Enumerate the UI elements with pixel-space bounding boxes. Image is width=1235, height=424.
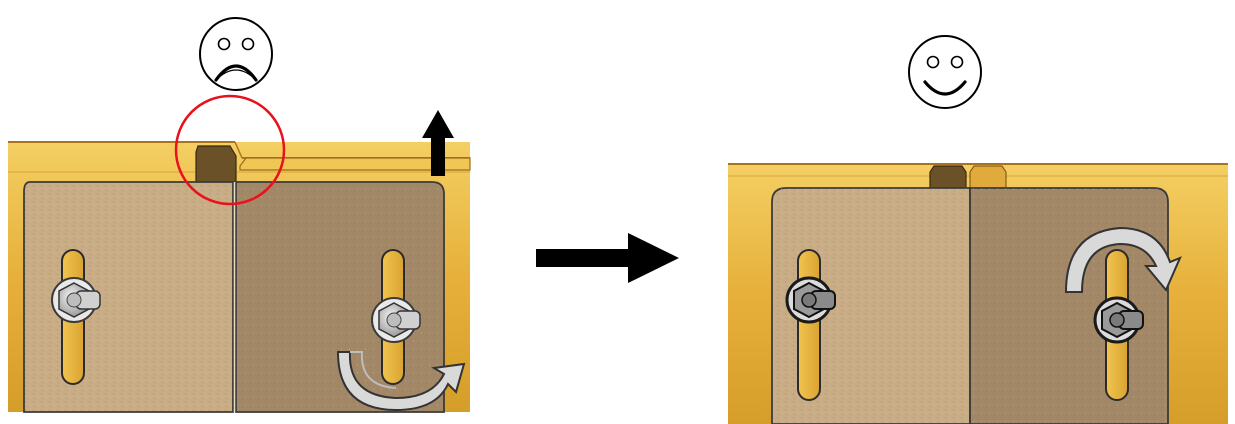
alignment-block-right-b — [970, 166, 1006, 188]
alignment-block-right-a — [930, 166, 966, 188]
after-panel — [728, 164, 1228, 424]
sad-face-icon — [200, 18, 272, 90]
slot-right-1 — [798, 250, 820, 400]
smiley-face-icon — [909, 36, 981, 108]
before-panel — [8, 96, 470, 412]
right-arrow-icon — [536, 233, 679, 283]
alignment-block-left — [196, 146, 236, 182]
